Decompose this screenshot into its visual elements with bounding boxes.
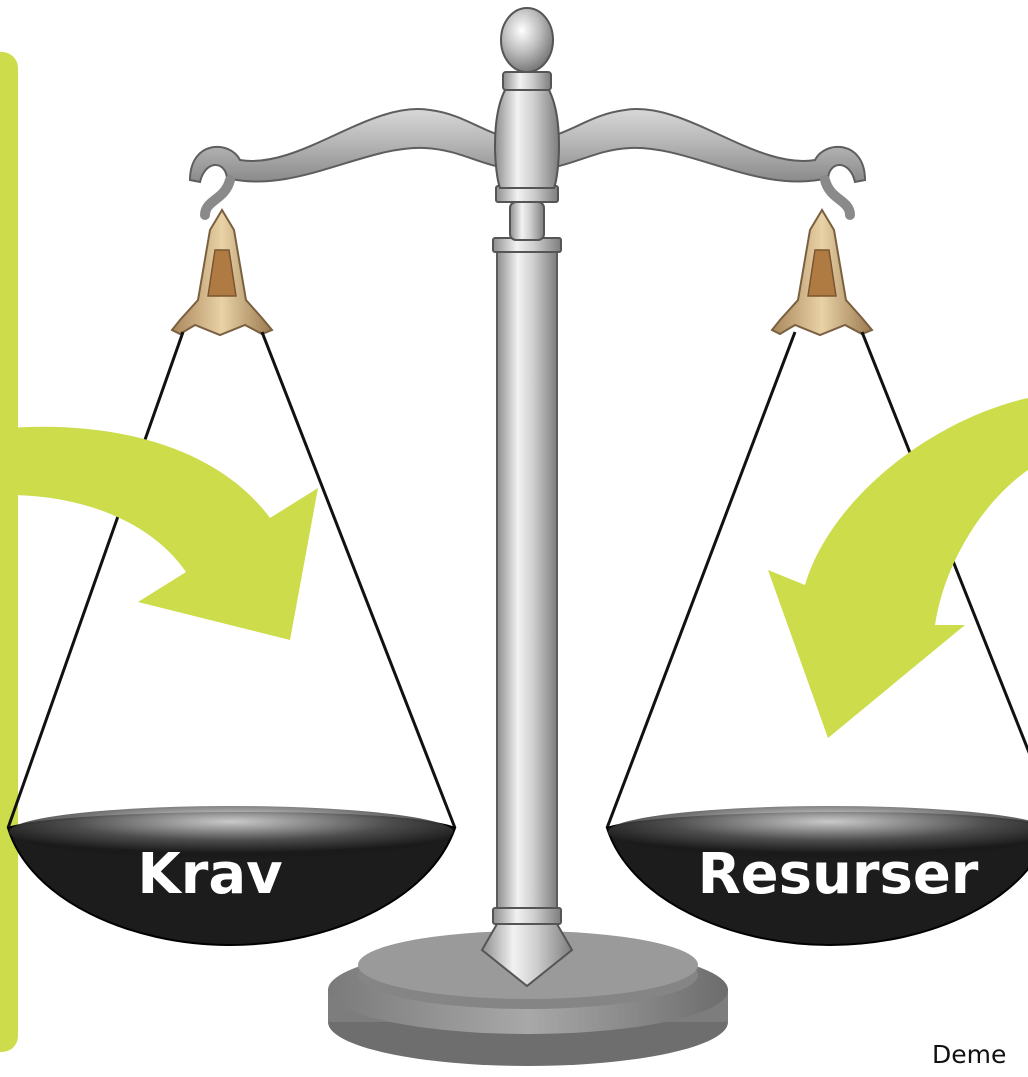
right-arrow [768, 398, 1028, 738]
right-pan-label: Resurser [698, 842, 979, 907]
left-pan: Krav [6, 806, 457, 947]
right-pan: Resurser [605, 806, 1028, 947]
left-accent-panel [0, 52, 18, 1052]
left-pan-strings [6, 331, 457, 829]
credit-text: Deme [932, 1040, 1007, 1069]
left-pan-label: Krav [137, 842, 282, 907]
right-hanger [770, 175, 874, 337]
scale-pole [480, 185, 574, 988]
left-hanger [170, 175, 274, 337]
scale-column-head [494, 7, 560, 189]
left-arrow [8, 426, 318, 640]
